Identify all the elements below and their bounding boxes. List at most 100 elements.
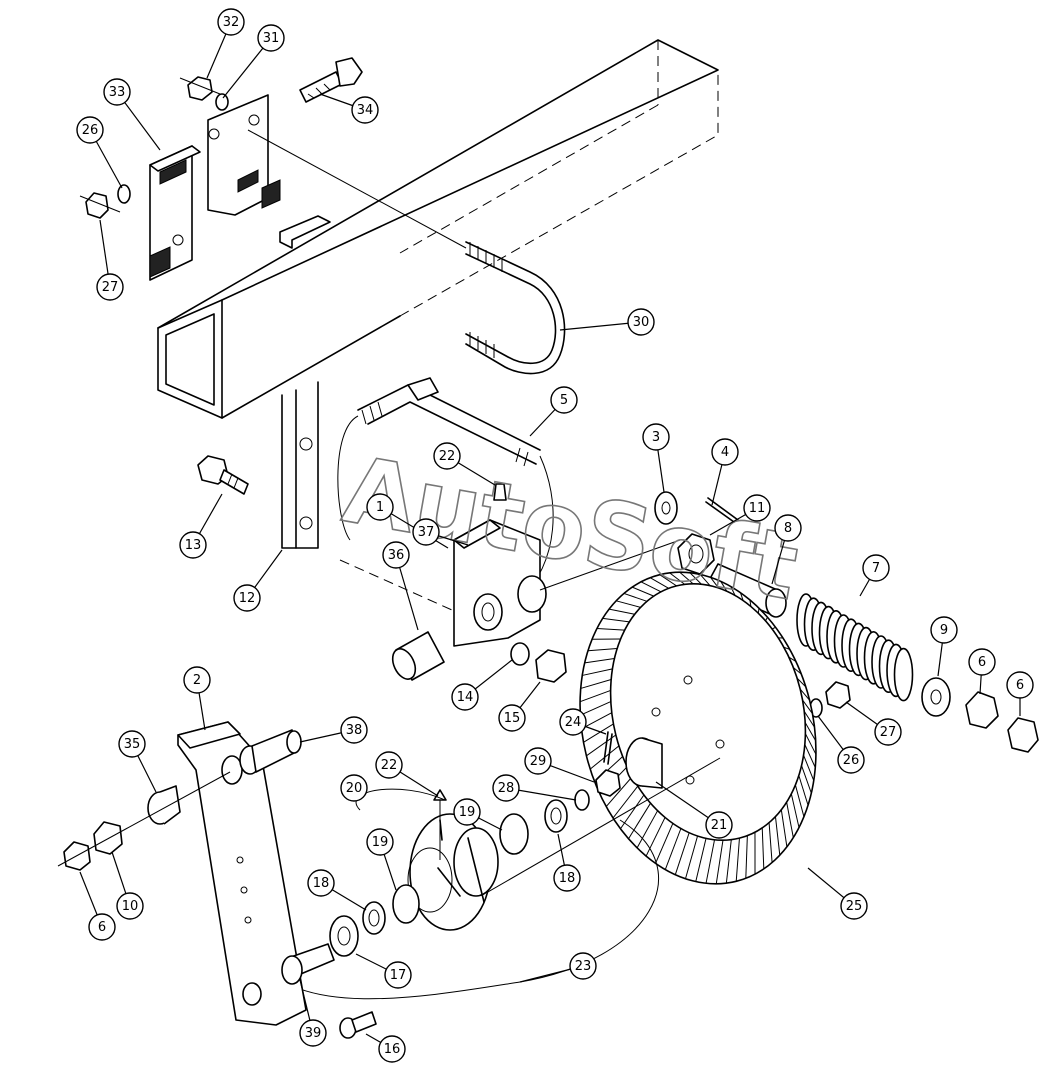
callout-number: 37 <box>418 525 435 540</box>
callout-9: 9 <box>930 616 958 644</box>
disc-serration <box>790 793 800 828</box>
disc-serration <box>794 784 805 817</box>
spacer-tube-8 <box>705 563 787 618</box>
bearing-cone-18b <box>362 901 386 935</box>
callout-number: 34 <box>357 103 374 118</box>
disc-serration <box>788 656 797 662</box>
callout-number: 9 <box>940 623 948 638</box>
callout-22: 22 <box>375 751 403 779</box>
disc-serration <box>710 577 719 589</box>
callout-36: 36 <box>382 541 410 569</box>
arm-2 <box>177 721 335 1026</box>
callout-number: 6 <box>1016 678 1024 693</box>
disc-serration <box>771 626 776 630</box>
callout-26: 26 <box>76 116 104 144</box>
disc-serration <box>780 809 788 847</box>
callout-17: 17 <box>384 961 412 989</box>
hex-nut-32 <box>179 76 226 101</box>
disc-serration <box>803 754 815 781</box>
hex-nut-6b <box>1007 717 1039 753</box>
bolt-16 <box>339 1011 377 1039</box>
callout-number: 16 <box>384 1042 401 1057</box>
disc-serration <box>584 657 615 664</box>
callout-39: 39 <box>299 1019 327 1047</box>
pin-38 <box>239 729 302 775</box>
washer-26-top <box>117 184 131 204</box>
callout-26: 26 <box>837 746 865 774</box>
callout-number: 6 <box>98 920 106 935</box>
callout-19: 19 <box>366 828 394 856</box>
callout-33: 33 <box>103 78 131 106</box>
disc-serration <box>765 617 768 622</box>
callout-24: 24 <box>559 708 587 736</box>
cotter-pin-24 <box>603 731 613 765</box>
disc-serration <box>768 822 773 863</box>
seal-17 <box>329 915 359 957</box>
callout-5: 5 <box>550 386 578 414</box>
callout-28: 28 <box>492 774 520 802</box>
disc-serration <box>725 839 732 884</box>
disc-serration <box>645 817 666 857</box>
callout-number: 5 <box>560 393 568 408</box>
shank-12 <box>281 381 319 549</box>
callout-number: 15 <box>504 711 521 726</box>
callout-34: 34 <box>351 96 379 124</box>
disc-serration <box>587 648 618 652</box>
disc-serration <box>796 677 807 688</box>
disc-serration <box>583 723 614 743</box>
disc-serration <box>602 617 630 623</box>
disc-serration <box>632 586 654 597</box>
disc-serration <box>659 574 677 587</box>
spacer-block <box>279 215 331 249</box>
callout-25: 25 <box>840 892 868 920</box>
callout-18: 18 <box>307 869 335 897</box>
callout-31: 31 <box>257 24 285 52</box>
spring-7 <box>796 593 914 702</box>
disc-serration <box>786 802 794 838</box>
bolt-13 <box>197 455 249 495</box>
disc-serration <box>799 688 810 701</box>
callout-number: 4 <box>721 445 729 460</box>
bearing-cup-19a <box>499 813 529 855</box>
callout-number: 13 <box>185 538 202 553</box>
hex-nut-15 <box>535 649 567 683</box>
callout-11: 11 <box>743 494 771 522</box>
bearing-cone-18a <box>544 799 568 833</box>
callout-number: 28 <box>498 781 515 796</box>
watermark: AutoSoft <box>336 436 805 621</box>
callout-number: 22 <box>439 449 456 464</box>
callout-number: 35 <box>124 737 141 752</box>
hex-nut-27-top <box>79 192 121 219</box>
callout-number: 2 <box>193 673 201 688</box>
disc-serration <box>803 710 815 728</box>
disc-serration <box>705 839 716 884</box>
callout-8: 8 <box>774 514 802 542</box>
hub-20 <box>259 788 659 1000</box>
disc-serration <box>669 572 686 585</box>
disc-serration <box>689 572 702 585</box>
disc-serration <box>720 581 728 592</box>
callout-number: 24 <box>565 715 582 730</box>
callout-number: 26 <box>82 123 99 138</box>
disc-serration <box>579 689 611 703</box>
callout-number: 38 <box>346 723 363 738</box>
callout-2: 2 <box>183 666 211 694</box>
callout-number: 3 <box>652 430 660 445</box>
disc-serration <box>649 577 669 589</box>
disc-serration <box>715 840 724 884</box>
callout-37: 37 <box>412 518 440 546</box>
disc-serration <box>679 571 694 585</box>
callout-32: 32 <box>217 8 245 36</box>
callout-number: 22 <box>381 758 398 773</box>
disc-serration <box>745 835 748 879</box>
bolt-34 <box>299 57 363 103</box>
disc-serration <box>804 744 816 768</box>
disc-serration <box>802 699 813 714</box>
callout-38: 38 <box>340 716 368 744</box>
hub-cap-21 <box>625 737 663 789</box>
callout-number: 19 <box>459 805 476 820</box>
disc-serration <box>664 828 682 870</box>
disc-serration <box>761 827 765 869</box>
callout-number: 30 <box>633 315 650 330</box>
